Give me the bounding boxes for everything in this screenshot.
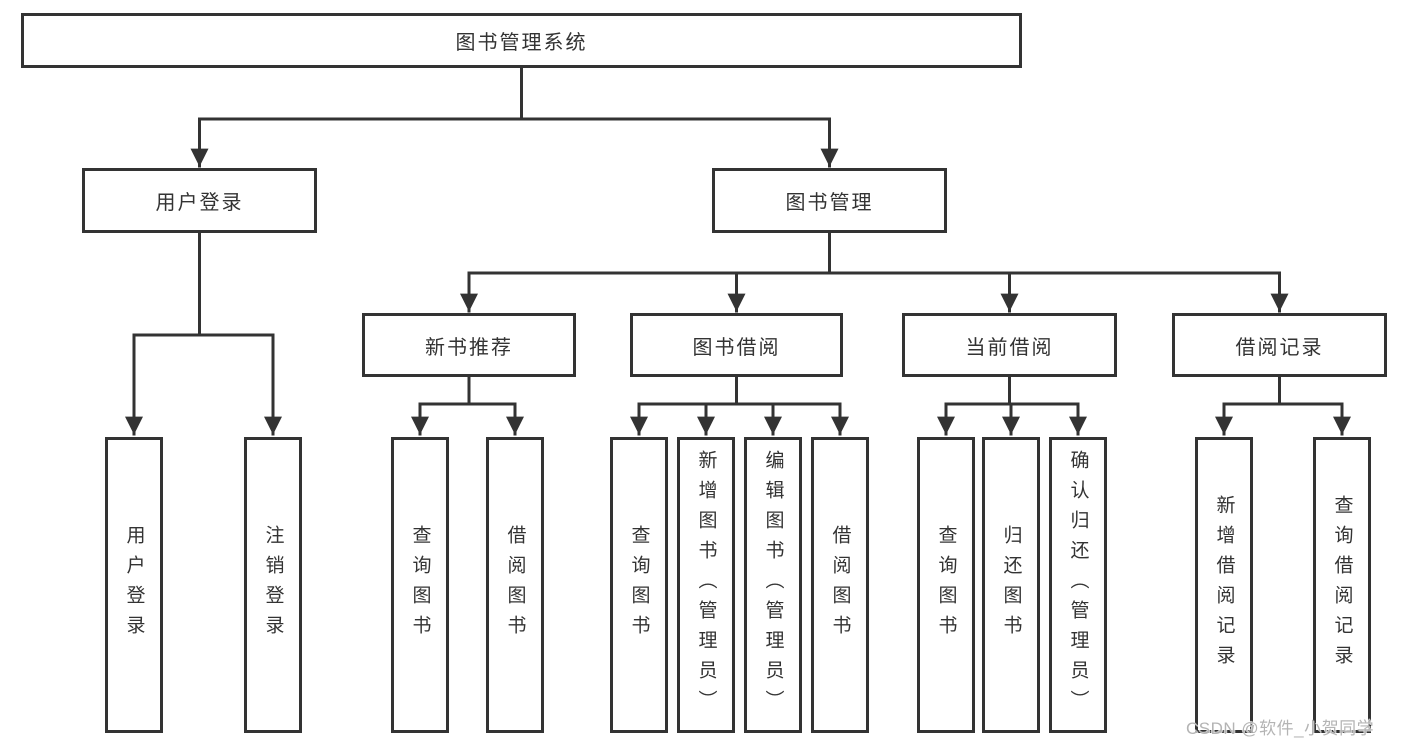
connector-bookmgmt-to-level3 (460, 231, 1289, 313)
leaf-query-books-newrec: 查询图书 (391, 437, 449, 733)
node-new-book-recommend: 新书推荐 (362, 313, 576, 377)
node-book-management: 图书管理 (712, 168, 947, 233)
leaf-logout-label: 注销登录 (262, 525, 284, 645)
leaf-query-books-current-label: 查询图书 (935, 525, 957, 645)
leaf-confirm-return-admin-label: 确认归还（管理员） (1067, 450, 1089, 720)
leaf-edit-books-admin: 编辑图书（管理员） (744, 437, 802, 733)
leaf-borrow-books: 借阅图书 (811, 437, 869, 733)
leaf-query-books-borrow: 查询图书 (610, 437, 668, 733)
leaf-return-books-label: 归还图书 (1000, 525, 1022, 645)
node-user-login-label: 用户登录 (155, 192, 244, 214)
node-borrow-records-label: 借阅记录 (1235, 336, 1324, 359)
leaf-return-books: 归还图书 (982, 437, 1040, 733)
node-root-label: 图书管理系统 (455, 32, 588, 54)
leaf-user-login-label: 用户登录 (123, 525, 145, 645)
leaf-add-borrow-record-label: 新增借阅记录 (1213, 495, 1235, 675)
node-borrow-records: 借阅记录 (1172, 313, 1387, 377)
leaf-logout: 注销登录 (244, 437, 302, 733)
connector-userlogin-to-leaves (125, 231, 282, 436)
leaf-add-books-admin-label: 新增图书（管理员） (695, 450, 717, 720)
node-book-borrow-label: 图书借阅 (692, 336, 781, 359)
leaf-borrow-books-newrec: 借阅图书 (486, 437, 544, 733)
leaf-borrow-books-newrec-label: 借阅图书 (504, 525, 526, 645)
node-current-borrow: 当前借阅 (902, 313, 1117, 377)
leaf-edit-books-admin-label: 编辑图书（管理员） (762, 450, 784, 720)
leaf-query-books-borrow-label: 查询图书 (628, 525, 650, 645)
node-root: 图书管理系统 (21, 13, 1022, 68)
leaf-query-books-current: 查询图书 (917, 437, 975, 733)
connector-root-to-level2 (190, 66, 839, 168)
node-current-borrow-label: 当前借阅 (965, 336, 1054, 359)
node-book-borrow: 图书借阅 (630, 313, 843, 377)
connector-newbooks-to-leaves (411, 375, 524, 436)
csdn-watermark: CSDN @软件_小贺同学 (1186, 719, 1375, 738)
leaf-query-borrow-record: 查询借阅记录 (1313, 437, 1371, 733)
leaf-user-login: 用户登录 (105, 437, 163, 733)
node-new-book-recommend-label: 新书推荐 (425, 336, 513, 359)
leaf-query-borrow-record-label: 查询借阅记录 (1331, 495, 1353, 675)
connector-records-to-leaves (1215, 375, 1351, 436)
node-user-login: 用户登录 (82, 168, 317, 233)
leaf-query-books-newrec-label: 查询图书 (409, 525, 431, 645)
connector-borrow-to-leaves (630, 375, 849, 436)
node-book-management-label: 图书管理 (785, 192, 874, 214)
leaf-add-borrow-record: 新增借阅记录 (1195, 437, 1253, 733)
leaf-add-books-admin: 新增图书（管理员） (677, 437, 735, 733)
leaf-confirm-return-admin: 确认归还（管理员） (1049, 437, 1107, 733)
leaf-borrow-books-label: 借阅图书 (829, 525, 851, 645)
connector-current-to-leaves (937, 375, 1087, 436)
